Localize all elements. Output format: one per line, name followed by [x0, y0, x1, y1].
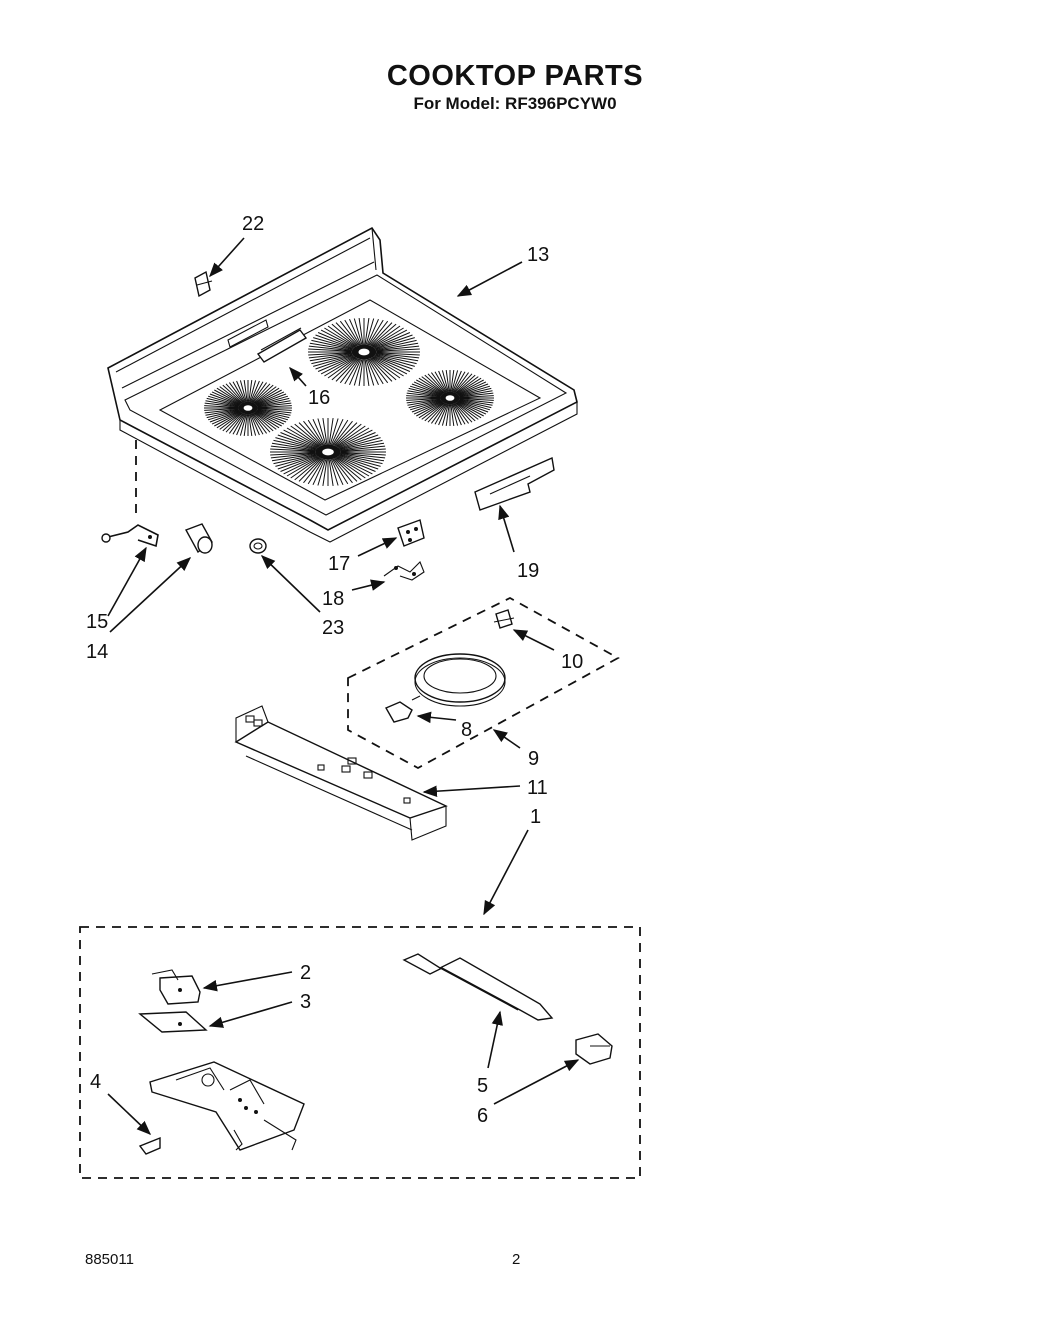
harness-assembly-dashed-box [79, 926, 641, 1179]
part-16-indicator-light [256, 327, 308, 363]
part-3-insulator [138, 1011, 208, 1033]
page-number: 2 [512, 1251, 521, 1268]
part-11-support-bracket [234, 705, 448, 841]
part-22-clip [194, 270, 213, 298]
callout-16: 16 [308, 387, 330, 409]
callout-13: 13 [527, 244, 549, 266]
callout-6: 6 [477, 1105, 488, 1127]
callout-17: 17 [328, 553, 350, 575]
part-6-connector [575, 1033, 613, 1065]
callout-11: 11 [527, 777, 548, 799]
part-19-bracket [474, 456, 555, 511]
part-23-grommet [249, 538, 267, 554]
leader-lines [107, 237, 580, 1135]
callout-labels: 22 13 16 19 17 18 23 15 14 10 8 9 11 1 2… [86, 213, 583, 1127]
part-8-element-terminal [385, 695, 421, 723]
callout-18: 18 [322, 588, 344, 610]
part-switch-mounting-assembly [149, 1061, 305, 1151]
element-assembly-dashed-box [347, 596, 620, 770]
callout-5: 5 [477, 1075, 488, 1097]
page-title: COOKTOP PARTS [386, 60, 644, 92]
part-14-knob [184, 523, 213, 554]
callout-4: 4 [90, 1071, 101, 1093]
part-10-clip [493, 609, 515, 629]
burner-right-rear [308, 318, 420, 386]
callout-15: 15 [86, 611, 108, 633]
burner-left-front [270, 418, 386, 486]
callout-9: 9 [528, 748, 539, 770]
callout-3: 3 [300, 991, 311, 1013]
part-18-wire-harness [383, 561, 425, 581]
callout-19: 19 [517, 560, 539, 582]
callout-2: 2 [300, 962, 311, 984]
burner-left-rear [204, 380, 292, 436]
part-2-switch [151, 969, 201, 1005]
callout-22: 22 [242, 213, 264, 235]
callout-8: 8 [461, 719, 472, 741]
part-15-wire-lead [101, 524, 159, 548]
burner-right-front [406, 370, 494, 426]
callout-10: 10 [561, 651, 583, 673]
callout-14: 14 [86, 641, 108, 663]
part-5-strap [402, 953, 554, 1021]
callout-1: 1 [530, 806, 541, 828]
part-9-surface-element [414, 653, 506, 707]
model-subtitle: For Model: RF396PCYW0 [413, 94, 617, 113]
part-17-terminal-block [397, 519, 425, 547]
document-number: 885011 [85, 1251, 134, 1268]
part-4-clip [138, 1136, 161, 1155]
callout-23: 23 [322, 617, 344, 639]
